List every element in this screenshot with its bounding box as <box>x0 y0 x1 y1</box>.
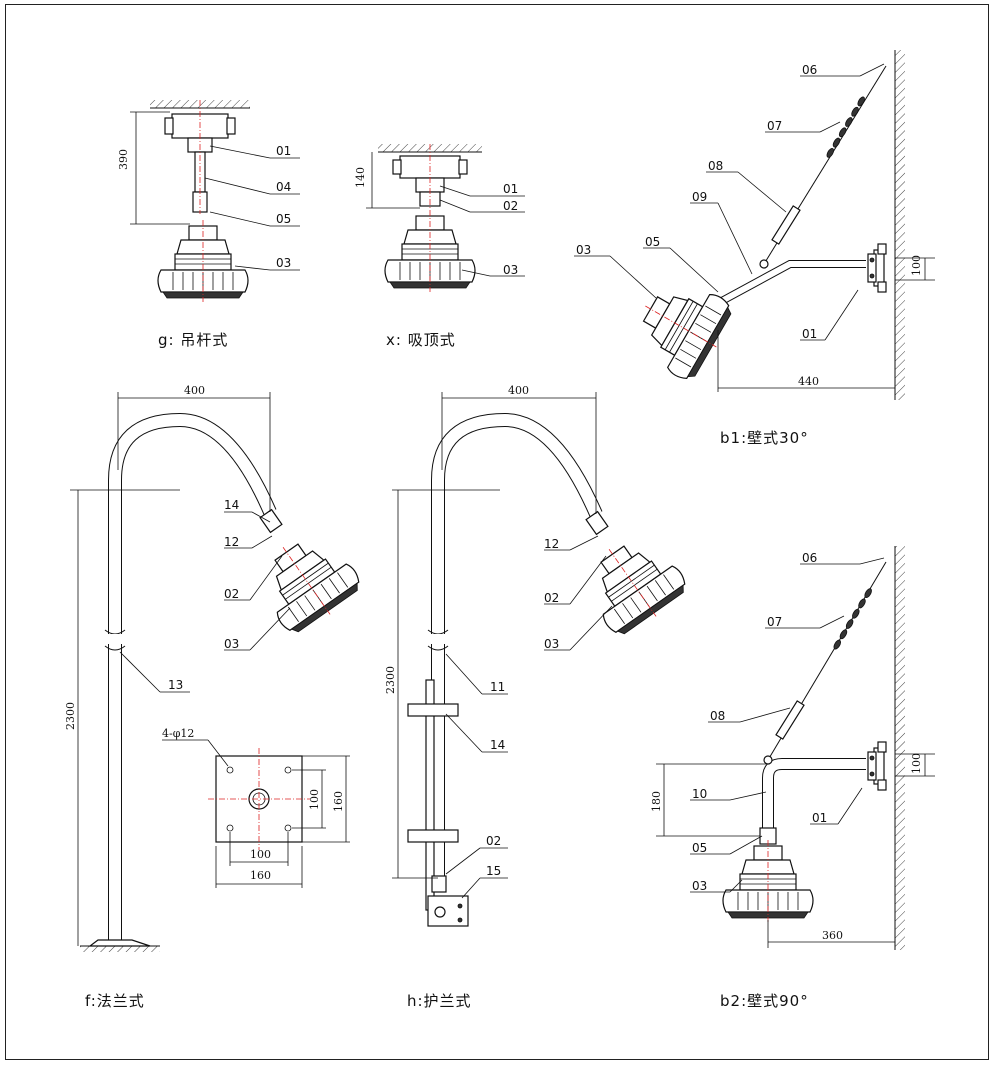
label-f-12: 12 <box>224 535 239 549</box>
label-b1-07: 07 <box>767 119 782 133</box>
label-h-11: 11 <box>490 680 505 694</box>
dim-g-height: 390 <box>117 149 130 170</box>
label-b1-06: 06 <box>802 63 817 77</box>
dim-h-height: 2300 <box>384 666 397 694</box>
caption-b1: b1:壁式30° <box>720 429 809 447</box>
diagram-b1-wall-30: 440 100 06 07 08 09 03 05 01 b1:壁式30° <box>574 50 935 447</box>
label-b1-03: 03 <box>576 243 591 257</box>
label-f-02: 02 <box>224 587 239 601</box>
chain-b1 <box>825 95 867 159</box>
label-g-01: 01 <box>276 144 291 158</box>
dim-f-plate-inner-v: 100 <box>308 789 321 810</box>
dim-h-width: 400 <box>508 384 529 397</box>
label-b1-09: 09 <box>692 190 707 204</box>
dim-b2-length: 360 <box>822 929 843 942</box>
dim-f-plate-outer-h: 160 <box>250 869 271 882</box>
label-h-14: 14 <box>490 738 505 752</box>
dim-b2-drop: 180 <box>650 791 663 812</box>
dim-x-height: 140 <box>354 167 367 188</box>
label-g-04: 04 <box>276 180 291 194</box>
diagram-h-guard: 400 2300 12 02 03 11 14 02 15 h:护兰式 <box>384 384 694 1010</box>
label-h-02b: 02 <box>486 834 501 848</box>
label-h-02: 02 <box>544 591 559 605</box>
label-b2-03: 03 <box>692 879 707 893</box>
label-f-13: 13 <box>168 678 183 692</box>
label-x-03: 03 <box>503 263 518 277</box>
label-b2-06: 06 <box>802 551 817 565</box>
diagram-g-pendant: 390 01 04 05 03 g: 吊杆式 <box>117 100 300 349</box>
label-f-14: 14 <box>224 498 239 512</box>
label-b2-08: 08 <box>710 709 725 723</box>
caption-x: x: 吸顶式 <box>386 331 456 349</box>
dim-b1-length: 440 <box>798 375 819 388</box>
label-g-03: 03 <box>276 256 291 270</box>
dim-b1-flange: 100 <box>910 255 923 276</box>
dim-f-width: 400 <box>184 384 205 397</box>
dim-f-plate-outer-v: 160 <box>332 791 345 812</box>
drawing-frame <box>5 4 989 1060</box>
label-b2-01: 01 <box>812 811 827 825</box>
label-x-02: 02 <box>503 199 518 213</box>
dim-f-holes: 4-φ12 <box>162 727 194 740</box>
caption-b2: b2:壁式90° <box>720 992 809 1010</box>
label-b1-05: 05 <box>645 235 660 249</box>
label-h-12: 12 <box>544 537 559 551</box>
diagram-f-flange: 400 2300 14 12 02 03 13 100 160 <box>64 384 368 1010</box>
flange-plate: 100 160 100 160 4-φ12 <box>162 727 350 888</box>
diagram-x-ceiling: 140 01 02 03 x: 吸顶式 <box>354 144 525 349</box>
label-g-05: 05 <box>276 212 291 226</box>
caption-f: f:法兰式 <box>85 992 145 1010</box>
label-h-15: 15 <box>486 864 501 878</box>
diagram-b2-wall-90: 180 360 100 06 07 08 10 05 03 01 b2:壁式90… <box>650 546 935 1010</box>
label-b2-05: 05 <box>692 841 707 855</box>
dim-f-height: 2300 <box>64 702 77 730</box>
caption-h: h:护兰式 <box>407 992 472 1010</box>
label-b2-10: 10 <box>692 787 707 801</box>
label-b1-01: 01 <box>802 327 817 341</box>
dim-b2-flange: 100 <box>910 753 923 774</box>
label-b1-08: 08 <box>708 159 723 173</box>
dim-f-plate-inner-h: 100 <box>250 848 271 861</box>
label-x-01: 01 <box>503 182 518 196</box>
label-h-03: 03 <box>544 637 559 651</box>
label-b2-07: 07 <box>767 615 782 629</box>
caption-g: g: 吊杆式 <box>158 331 228 349</box>
label-f-03: 03 <box>224 637 239 651</box>
